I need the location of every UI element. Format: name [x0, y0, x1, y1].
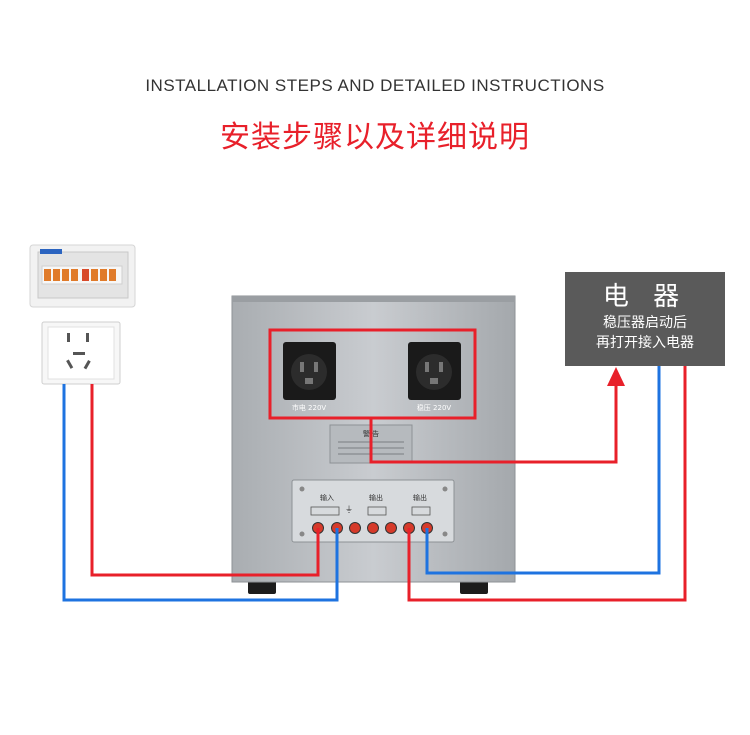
pointer-arrowhead	[607, 367, 625, 386]
wall-socket	[41, 321, 121, 385]
terminal-output-1a	[367, 522, 379, 534]
wire-mains-neutral	[62, 384, 339, 602]
appliance-box: 电 器 稳压器启动后 再打开接入电器	[565, 272, 725, 366]
terminal-ground	[349, 522, 361, 534]
wire-mains-live	[90, 384, 320, 577]
distribution-box	[29, 244, 136, 308]
appliance-note-line2: 再打开接入电器	[596, 335, 694, 351]
terminal-panel: 输入 输出 输出 ⏚	[291, 479, 455, 543]
terminal-output-1-label: 输出	[369, 493, 383, 502]
terminal-output-2-label: 输出	[413, 493, 427, 502]
terminal-input-label: 输入	[320, 493, 334, 502]
wire-output-neutral	[425, 366, 661, 575]
voltage-regulator: 市电 220V 稳压 220V 警 告 输入 输出 输出	[231, 295, 516, 594]
outlet-regulated-label: 稳压 220V	[417, 403, 452, 412]
title-chinese: 安装步骤以及详细说明	[220, 120, 530, 155]
ground-symbol: ⏚	[345, 505, 353, 514]
title-english: INSTALLATION STEPS AND DETAILED INSTRUCT…	[145, 76, 605, 95]
wire-output-live	[407, 366, 687, 602]
outlet-regulated: 稳压 220V	[408, 342, 461, 412]
outlet-mains-label: 市电 220V	[292, 403, 327, 412]
terminal-output-1b	[385, 522, 397, 534]
appliance-title: 电 器	[602, 282, 688, 312]
outlet-mains: 市电 220V	[283, 342, 336, 412]
breaker-row	[41, 265, 123, 285]
appliance-note-line1: 稳压器启动后	[603, 315, 687, 331]
pointer-line	[369, 382, 618, 464]
